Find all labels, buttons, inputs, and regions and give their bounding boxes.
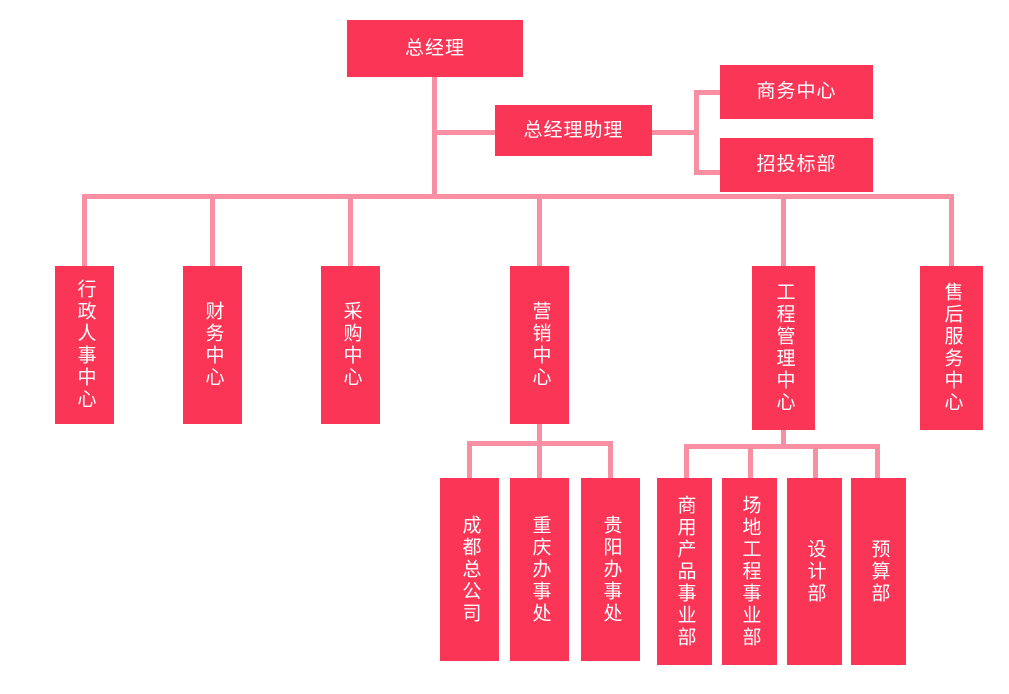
node-marketing-center[interactable]: 营销中心 [510, 266, 569, 424]
node-label: 营销中心 [529, 301, 552, 389]
node-label: 重庆办事处 [529, 514, 552, 625]
connector-drop-commercial-product [684, 444, 689, 480]
connector-drop-marketing [537, 194, 542, 266]
node-label: 采购中心 [340, 301, 363, 389]
node-label: 财务中心 [202, 301, 225, 389]
node-label: 售后服务中心 [941, 282, 964, 414]
connector-assistant-to-bidding [694, 170, 722, 175]
node-label: 设计部 [804, 538, 827, 605]
node-aftersales-center[interactable]: 售后服务中心 [920, 266, 983, 430]
node-engineering-center[interactable]: 工程管理中心 [752, 266, 815, 430]
node-site-engineering-div[interactable]: 场地工程事业部 [722, 478, 777, 665]
node-general-manager[interactable]: 总经理 [347, 20, 523, 77]
connector-drop-chengdu [467, 441, 472, 480]
connector-marketing-stem [537, 424, 542, 446]
node-chengdu-hq[interactable]: 成都总公司 [440, 478, 499, 661]
node-label: 预算部 [868, 538, 891, 605]
node-chongqing-office[interactable]: 重庆办事处 [510, 478, 569, 661]
node-label: 成都总公司 [459, 514, 482, 625]
node-procurement-center[interactable]: 采购中心 [321, 266, 380, 424]
node-admin-hr-center[interactable]: 行政人事中心 [55, 266, 114, 424]
connector-drop-procurement [348, 194, 353, 266]
node-gm-assistant[interactable]: 总经理助理 [495, 105, 652, 156]
node-business-center[interactable]: 商务中心 [720, 65, 873, 119]
node-design-dept[interactable]: 设计部 [787, 478, 842, 665]
node-label: 商务中心 [756, 80, 837, 103]
node-guiyang-office[interactable]: 贵阳办事处 [581, 478, 640, 661]
node-label: 总经理 [404, 36, 465, 59]
node-budget-dept[interactable]: 预算部 [851, 478, 906, 665]
connector-drop-engineering [781, 194, 786, 266]
connector-gm-to-assistant [432, 130, 496, 135]
connector-drop-admin-hr [82, 194, 87, 266]
connector-drop-budget [875, 444, 880, 480]
node-label: 行政人事中心 [74, 279, 97, 411]
connector-assistant-bracket [694, 90, 699, 175]
connector-assistant-to-business [694, 90, 722, 95]
connector-engineering-stem [781, 430, 786, 448]
connector-gm-trunk [432, 76, 437, 198]
node-label: 商用产品事业部 [674, 494, 697, 649]
connector-engineering-bus [684, 444, 880, 449]
node-commercial-product-div[interactable]: 商用产品事业部 [657, 478, 712, 665]
node-label: 招投标部 [756, 153, 837, 176]
connector-drop-site-engineering [748, 444, 753, 480]
node-bidding-dept[interactable]: 招投标部 [720, 138, 873, 192]
connector-drop-guiyang [608, 441, 613, 480]
node-finance-center[interactable]: 财务中心 [183, 266, 242, 424]
node-label: 场地工程事业部 [739, 494, 762, 649]
connector-drop-design [813, 444, 818, 480]
connector-drop-finance [210, 194, 215, 266]
connector-drop-aftersales [949, 194, 954, 266]
connector-assistant-stem [651, 130, 699, 135]
connector-drop-chongqing [537, 441, 542, 480]
node-label: 工程管理中心 [773, 282, 796, 414]
node-label: 总经理助理 [523, 118, 624, 141]
connector-main-bus [82, 194, 954, 199]
node-label: 贵阳办事处 [600, 514, 623, 625]
